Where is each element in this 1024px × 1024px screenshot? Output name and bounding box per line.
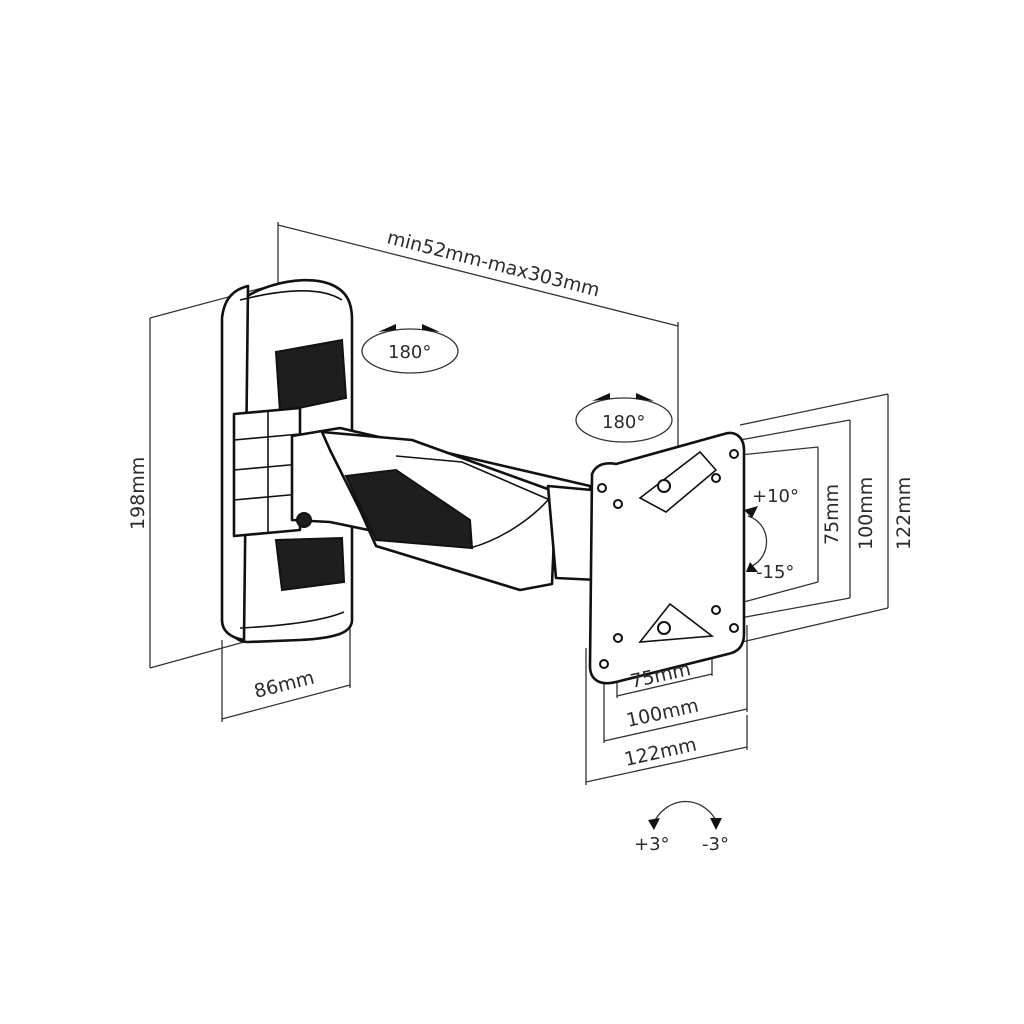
roll-indicator (648, 800, 722, 830)
tilt-indicator (744, 506, 768, 572)
wall-swivel-label: 180° (388, 342, 431, 363)
arm-extension-label: min52mm-max303mm (385, 227, 602, 302)
roll-minus-label: -3° (702, 834, 729, 855)
arm-swivel-indicator (575, 393, 673, 443)
dimension-lines (149, 222, 889, 785)
wall-plate-height-label: 198mm (127, 457, 149, 530)
swing-arm (290, 426, 602, 592)
wall-swivel-indicator (361, 324, 459, 374)
vesa-vertical-100-label: 100mm (855, 477, 877, 550)
arm-swivel-label: 180° (602, 412, 645, 433)
vesa-horizontal-100-label: 100mm (624, 695, 700, 732)
vesa-vertical-122-label: 122mm (893, 477, 915, 550)
vesa-plate (588, 431, 746, 685)
roll-plus-label: +3° (634, 834, 670, 855)
wall-plate-width-label: 86mm (252, 667, 317, 703)
tilt-down-label: -15° (756, 562, 794, 583)
wall-plate (220, 278, 354, 644)
tilt-up-label: +10° (752, 486, 799, 507)
vesa-vertical-75-label: 75mm (821, 484, 843, 545)
